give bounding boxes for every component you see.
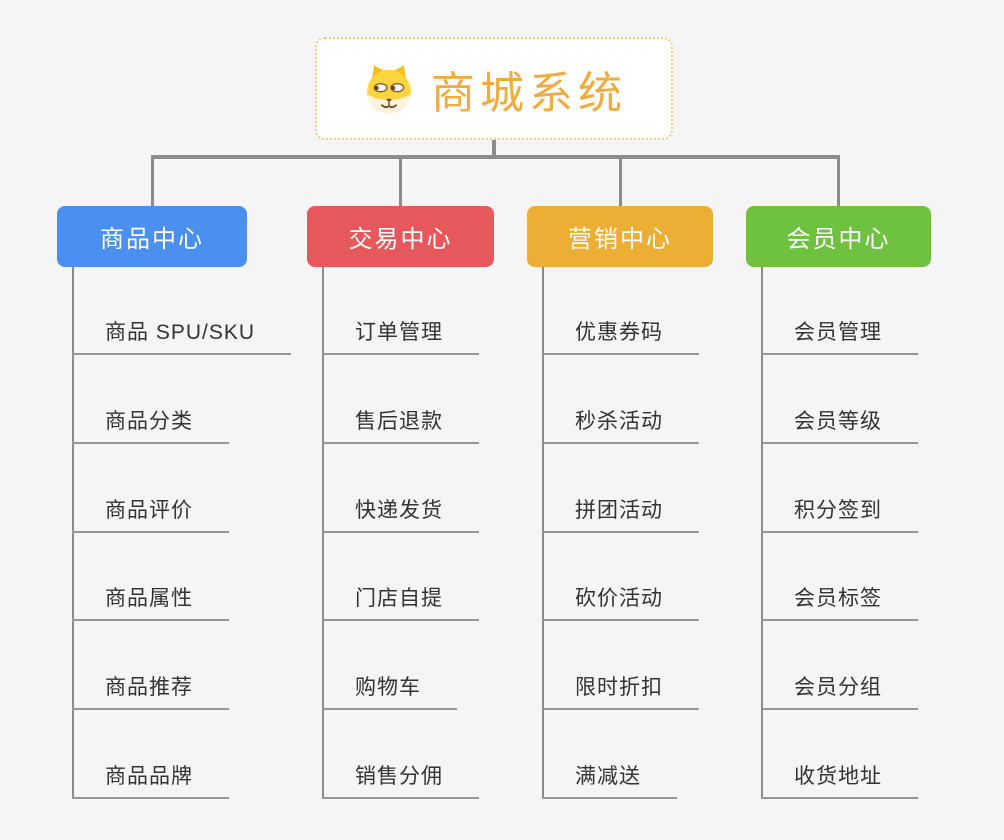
child-node[interactable]: 收货地址 [761, 763, 918, 799]
child-node[interactable]: 秒杀活动 [542, 408, 699, 444]
connector-line [72, 267, 74, 799]
connector-line [542, 267, 544, 799]
child-node[interactable]: 商品评价 [72, 497, 229, 533]
child-node[interactable]: 门店自提 [322, 585, 479, 621]
child-node[interactable]: 商品 SPU/SKU [72, 319, 292, 355]
branch-node[interactable]: 商品中心 [57, 206, 247, 267]
child-node[interactable]: 快递发货 [322, 497, 479, 533]
child-node[interactable]: 限时折扣 [542, 674, 699, 710]
child-node[interactable]: 销售分佣 [322, 763, 479, 799]
connector-line [150, 155, 154, 206]
child-node[interactable]: 会员分组 [761, 674, 918, 710]
child-node[interactable]: 会员管理 [761, 319, 918, 355]
branch-node[interactable]: 交易中心 [307, 206, 494, 267]
root-title: 商城系统 [431, 68, 627, 118]
connector-line [761, 267, 763, 799]
connector-line [618, 155, 622, 206]
child-node[interactable]: 购物车 [322, 674, 457, 710]
branch-node[interactable]: 会员中心 [746, 206, 931, 267]
connector-line [322, 267, 324, 799]
connector-line [150, 155, 840, 159]
child-node[interactable]: 积分签到 [761, 497, 918, 533]
child-node[interactable]: 售后退款 [322, 408, 479, 444]
child-node[interactable]: 商品分类 [72, 408, 229, 444]
connector-line [837, 155, 840, 206]
doge-face-icon [361, 61, 417, 117]
connector-line [492, 140, 496, 159]
child-node[interactable]: 订单管理 [322, 319, 479, 355]
child-node[interactable]: 商品推荐 [72, 674, 229, 710]
connector-line [399, 155, 402, 206]
branch-node[interactable]: 营销中心 [527, 206, 713, 267]
root-node[interactable]: 商城系统 [315, 37, 673, 140]
child-node[interactable]: 拼团活动 [542, 497, 699, 533]
child-node[interactable]: 商品品牌 [72, 763, 229, 799]
child-node[interactable]: 优惠券码 [542, 319, 699, 355]
child-node[interactable]: 商品属性 [72, 585, 229, 621]
child-node[interactable]: 会员标签 [761, 585, 918, 621]
child-node[interactable]: 砍价活动 [542, 585, 699, 621]
child-node[interactable]: 满减送 [542, 763, 677, 799]
child-node[interactable]: 会员等级 [761, 408, 918, 444]
